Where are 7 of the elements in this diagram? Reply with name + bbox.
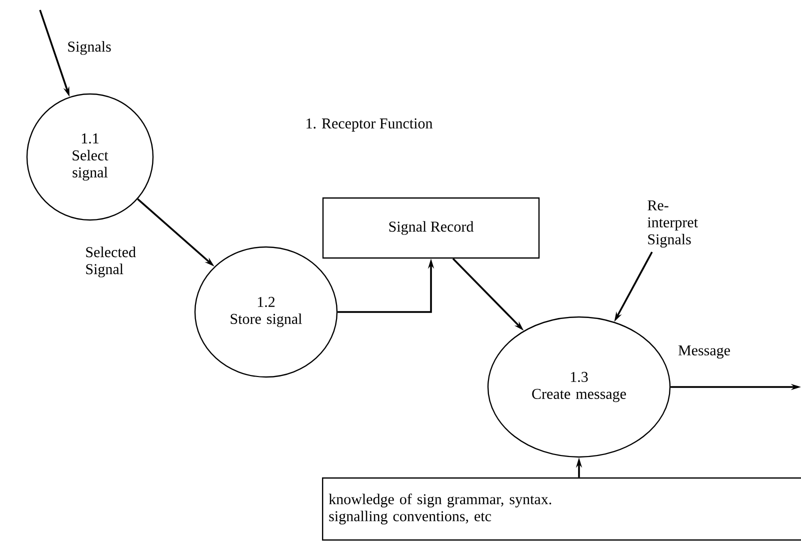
knowledge-box: knowledge of sign grammar, syntax. signalling conventions, etc bbox=[322, 477, 801, 541]
edge-label: Message bbox=[678, 345, 730, 359]
edge-label: Signals bbox=[68, 41, 111, 55]
edge-label: Re-interpret Signals bbox=[648, 200, 698, 248]
edge-label: Selected Signal bbox=[86, 246, 136, 278]
diagram-heading: 1. Receptor Function bbox=[306, 118, 433, 132]
data-store-box: Signal Record bbox=[322, 197, 540, 259]
